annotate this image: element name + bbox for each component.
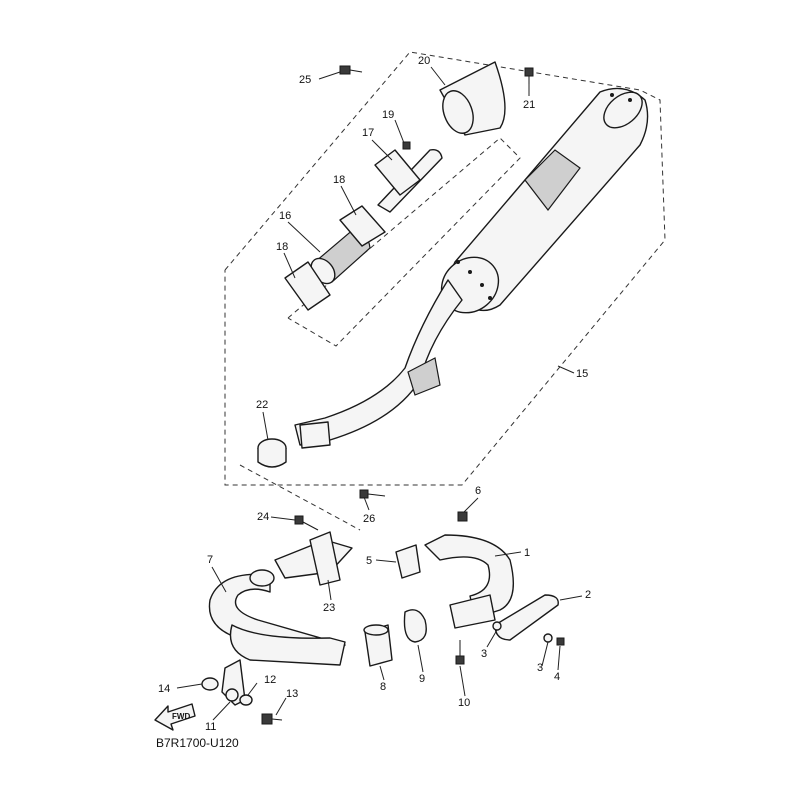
callout-1: 1 (524, 547, 530, 559)
callout-3-right: 3 (537, 662, 543, 674)
callout-10: 10 (458, 697, 470, 709)
muffler-insert-16 (310, 227, 371, 285)
callout-23: 23 (323, 602, 335, 614)
callout-24: 24 (257, 511, 269, 523)
callout-19: 19 (382, 109, 394, 121)
heat-protector-2 (494, 594, 559, 641)
bolt-10 (455, 640, 465, 665)
bolt-24 (294, 515, 319, 531)
fwd-arrow-icon: FWD (154, 703, 196, 731)
callout-14: 14 (158, 683, 170, 695)
stay-11 (221, 659, 246, 706)
callout-16: 16 (279, 210, 291, 222)
callout-15: 15 (576, 368, 588, 380)
diagram-code: B7R1700-U120 (156, 736, 239, 750)
gasket-18-lower (284, 261, 331, 311)
callouts: 25 20 21 19 17 18 16 18 15 22 26 24 6 1 … (158, 55, 591, 733)
gasket-18-upper (339, 205, 386, 247)
leader-lines (176, 66, 583, 721)
clamp-9 (403, 609, 427, 643)
callout-25: 25 (299, 74, 311, 86)
header-pipe-1 (424, 534, 514, 629)
callout-18-lower: 18 (276, 241, 288, 253)
callout-20: 20 (418, 55, 430, 67)
callout-4: 4 (554, 671, 560, 683)
callout-3-left: 3 (481, 648, 487, 660)
end-cap-20 (439, 61, 506, 136)
muffler-assembly-outline (224, 51, 666, 531)
callout-26: 26 (363, 513, 375, 525)
joint-sleeve-22 (257, 438, 287, 468)
bracket-23 (274, 531, 353, 586)
callout-12: 12 (264, 674, 276, 686)
bolt-4 (556, 637, 565, 646)
callout-9: 9 (419, 673, 425, 685)
collar-12 (239, 694, 253, 706)
callout-11: 11 (205, 721, 216, 733)
bolt-21 (524, 67, 534, 86)
washer-3-right (543, 633, 553, 643)
joint-8 (363, 624, 393, 667)
callout-7: 7 (207, 554, 213, 566)
callout-21: 21 (523, 99, 535, 111)
callout-17: 17 (362, 127, 374, 139)
callout-22: 22 (256, 399, 268, 411)
damper-14 (201, 677, 219, 691)
bolt-25 (339, 65, 363, 75)
header-pipe-7 (208, 569, 346, 666)
inner-pipe-17 (374, 148, 443, 213)
fwd-label: FWD (172, 712, 190, 721)
muffler-body (440, 87, 649, 314)
callout-18-upper: 18 (333, 174, 345, 186)
gasket-5 (395, 544, 421, 579)
callout-8: 8 (380, 681, 386, 693)
callout-5: 5 (366, 555, 372, 567)
bolt-26 (359, 489, 386, 499)
connecting-pipe (294, 279, 463, 449)
callout-13: 13 (286, 688, 298, 700)
bolt-6 (457, 511, 468, 522)
washer-3-left (492, 621, 502, 631)
callout-2: 2 (585, 589, 591, 601)
bolt-19 (402, 141, 411, 150)
bolt-13 (261, 713, 283, 725)
callout-6: 6 (475, 485, 481, 497)
